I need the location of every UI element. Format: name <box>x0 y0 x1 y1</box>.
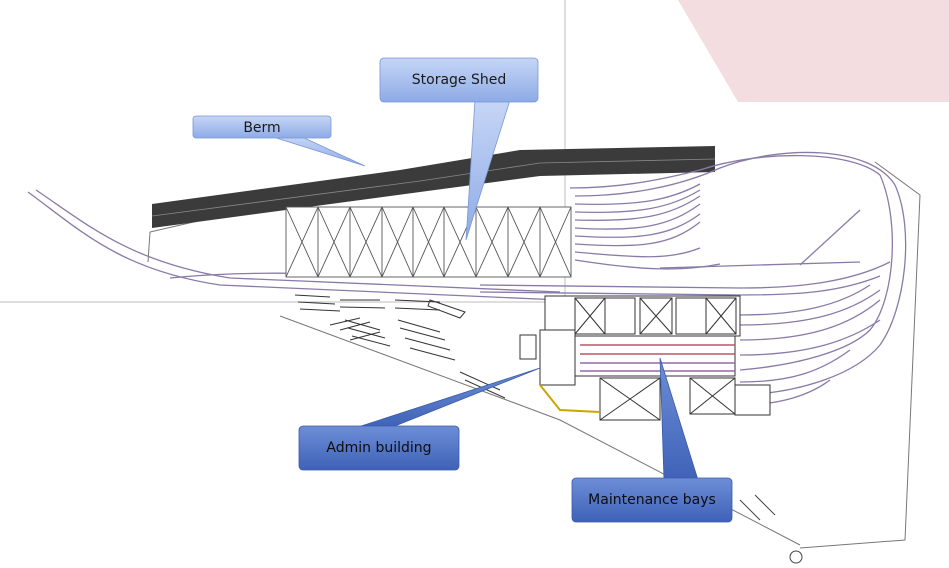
storage-shed <box>285 206 572 278</box>
gate-marker <box>789 550 803 564</box>
berm-callout: Berm <box>192 115 366 167</box>
corner-accent <box>678 0 949 102</box>
berm-label: Berm <box>243 120 280 136</box>
storage-shed-label: Storage Shed <box>412 72 507 88</box>
maintenance-bays-label: Maintenance bays <box>588 492 716 508</box>
admin-building-label: Admin building <box>326 440 431 456</box>
admin-building-callout: Admin building <box>298 367 541 471</box>
rail-tracks <box>27 151 907 406</box>
storage-shed-callout: Storage Shed <box>379 57 539 241</box>
gate-lines <box>739 494 776 521</box>
maintenance-facility <box>519 295 771 421</box>
parking-area <box>294 294 506 399</box>
maintenance-bays-callout: Maintenance bays <box>571 357 733 523</box>
